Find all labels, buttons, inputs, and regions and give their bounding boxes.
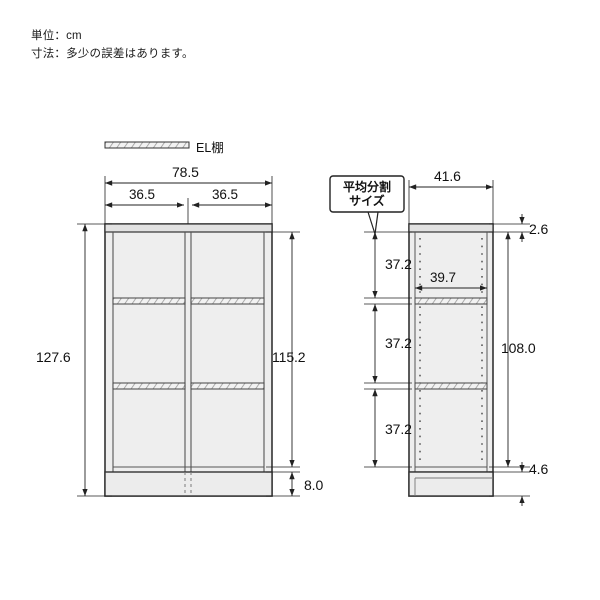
- side-view-body: [408, 223, 494, 497]
- front-right-bay-width-label: 36.5: [212, 187, 238, 202]
- front-total-height-label: 127.6: [36, 349, 71, 365]
- front-interior-height-label: 115.2: [272, 349, 306, 365]
- side-interior-depth-label: 39.7: [430, 270, 456, 285]
- side-total-depth-label: 41.6: [434, 168, 461, 184]
- callout-bubble: [329, 175, 405, 235]
- front-view-body: [104, 223, 273, 497]
- side-shelf-spacing-3-label: 37.2: [385, 421, 412, 437]
- side-view-dimension-lines: [364, 180, 530, 506]
- legend-shelf-label: EL棚: [196, 141, 224, 155]
- side-interior-height-label: 108.0: [501, 340, 536, 356]
- legend-shelf-swatch: [104, 141, 190, 149]
- tolerance-note: 寸法：多少の誤差はあります。: [31, 48, 194, 60]
- callout-line2: サイズ: [349, 194, 385, 208]
- front-view-dimension-lines: [77, 176, 300, 497]
- side-top-thickness-label: 2.6: [529, 221, 549, 237]
- callout-line1: 平均分割: [342, 180, 391, 194]
- side-shelf-spacing-1-label: 37.2: [385, 256, 412, 272]
- side-shelf-spacing-2-label: 37.2: [385, 335, 412, 351]
- front-total-width-label: 78.5: [172, 164, 199, 180]
- side-base-height-label: 4.6: [529, 461, 549, 477]
- front-left-bay-width-label: 36.5: [129, 187, 155, 202]
- front-base-height-label: 8.0: [304, 477, 324, 493]
- unit-note: 単位：cm: [31, 30, 82, 42]
